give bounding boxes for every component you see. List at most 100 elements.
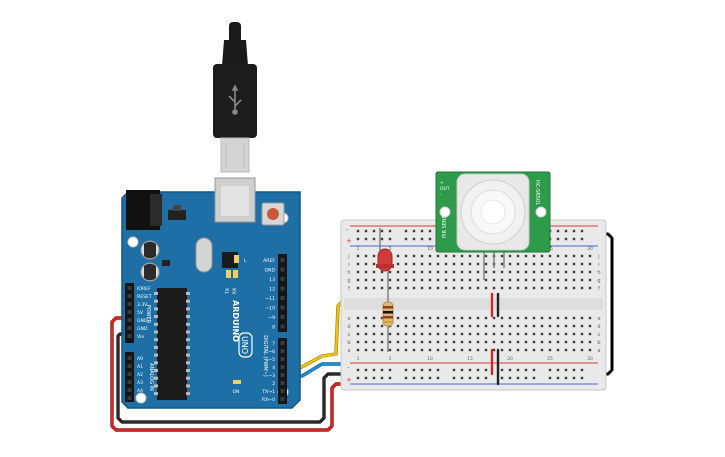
breadboard-hole[interactable]	[428, 332, 432, 336]
breadboard-hole[interactable]	[364, 286, 368, 290]
breadboard-hole[interactable]	[508, 316, 512, 320]
breadboard-hole[interactable]	[516, 316, 520, 320]
breadboard-hole[interactable]	[404, 262, 408, 266]
breadboard-hole[interactable]	[364, 316, 368, 320]
breadboard-hole[interactable]	[492, 340, 496, 344]
breadboard-hole[interactable]	[500, 278, 504, 282]
breadboard-hole[interactable]	[364, 278, 368, 282]
rail-hole[interactable]	[452, 376, 456, 380]
rail-hole[interactable]	[372, 368, 376, 372]
rail-hole[interactable]	[452, 368, 456, 372]
breadboard-hole[interactable]	[380, 270, 384, 274]
breadboard-hole[interactable]	[428, 262, 432, 266]
rail-hole[interactable]	[428, 368, 432, 372]
rail-hole[interactable]	[412, 376, 416, 380]
breadboard-hole[interactable]	[396, 348, 400, 352]
breadboard-hole[interactable]	[572, 324, 576, 328]
header-pin[interactable]	[280, 397, 285, 401]
breadboard-hole[interactable]	[372, 316, 376, 320]
resistor[interactable]	[382, 292, 394, 352]
rail-hole[interactable]	[404, 237, 408, 241]
breadboard-hole[interactable]	[404, 324, 408, 328]
breadboard-hole[interactable]	[548, 332, 552, 336]
breadboard-hole[interactable]	[492, 324, 496, 328]
rail-hole[interactable]	[532, 368, 536, 372]
breadboard-hole[interactable]	[388, 340, 392, 344]
breadboard-hole[interactable]	[452, 316, 456, 320]
breadboard-hole[interactable]	[444, 254, 448, 258]
breadboard-hole[interactable]	[540, 348, 544, 352]
rail-hole[interactable]	[460, 368, 464, 372]
rail-hole[interactable]	[500, 376, 504, 380]
breadboard-hole[interactable]	[540, 340, 544, 344]
breadboard-hole[interactable]	[532, 254, 536, 258]
breadboard-hole[interactable]	[580, 262, 584, 266]
rail-hole[interactable]	[500, 368, 504, 372]
header-pin[interactable]	[280, 324, 285, 329]
rail-hole[interactable]	[476, 368, 480, 372]
breadboard-hole[interactable]	[500, 316, 504, 320]
breadboard-hole[interactable]	[564, 348, 568, 352]
rail-hole[interactable]	[412, 237, 416, 241]
breadboard-hole[interactable]	[468, 340, 472, 344]
breadboard-hole[interactable]	[484, 332, 488, 336]
breadboard-hole[interactable]	[548, 340, 552, 344]
breadboard-hole[interactable]	[420, 278, 424, 282]
breadboard-hole[interactable]	[500, 262, 504, 266]
breadboard-hole[interactable]	[548, 348, 552, 352]
breadboard-hole[interactable]	[444, 316, 448, 320]
breadboard-hole[interactable]	[388, 332, 392, 336]
breadboard-hole[interactable]	[356, 340, 360, 344]
breadboard-hole[interactable]	[532, 324, 536, 328]
breadboard-hole[interactable]	[428, 278, 432, 282]
rail-hole[interactable]	[364, 368, 368, 372]
breadboard-hole[interactable]	[484, 316, 488, 320]
breadboard-hole[interactable]	[356, 262, 360, 266]
breadboard-hole[interactable]	[412, 262, 416, 266]
breadboard-hole[interactable]	[364, 254, 368, 258]
breadboard-hole[interactable]	[428, 324, 432, 328]
breadboard-hole[interactable]	[388, 286, 392, 290]
breadboard-hole[interactable]	[452, 270, 456, 274]
breadboard-hole[interactable]	[588, 270, 592, 274]
breadboard-hole[interactable]	[540, 286, 544, 290]
breadboard-hole[interactable]	[436, 254, 440, 258]
breadboard-hole[interactable]	[380, 324, 384, 328]
breadboard-hole[interactable]	[572, 316, 576, 320]
breadboard-hole[interactable]	[508, 262, 512, 266]
breadboard-hole[interactable]	[476, 270, 480, 274]
breadboard-hole[interactable]	[420, 270, 424, 274]
header-pin[interactable]	[127, 302, 132, 306]
breadboard-hole[interactable]	[372, 278, 376, 282]
breadboard-hole[interactable]	[396, 278, 400, 282]
breadboard-hole[interactable]	[508, 286, 512, 290]
breadboard-hole[interactable]	[500, 348, 504, 352]
rail-hole[interactable]	[580, 368, 584, 372]
breadboard-hole[interactable]	[420, 332, 424, 336]
breadboard-hole[interactable]	[356, 270, 360, 274]
rail-hole[interactable]	[364, 229, 368, 233]
rail-hole[interactable]	[508, 368, 512, 372]
header-pin[interactable]	[127, 356, 132, 360]
header-pin[interactable]	[280, 315, 285, 319]
breadboard-hole[interactable]	[532, 278, 536, 282]
rail-hole[interactable]	[572, 237, 576, 241]
rail-hole[interactable]	[436, 376, 440, 380]
breadboard-hole[interactable]	[444, 270, 448, 274]
breadboard-hole[interactable]	[484, 254, 488, 258]
breadboard-hole[interactable]	[540, 332, 544, 336]
breadboard-hole[interactable]	[412, 286, 416, 290]
breadboard-hole[interactable]	[460, 270, 464, 274]
breadboard-hole[interactable]	[356, 332, 360, 336]
breadboard-hole[interactable]	[460, 254, 464, 258]
breadboard-hole[interactable]	[372, 270, 376, 274]
breadboard-hole[interactable]	[556, 324, 560, 328]
breadboard-hole[interactable]	[412, 332, 416, 336]
breadboard-hole[interactable]	[580, 348, 584, 352]
breadboard-hole[interactable]	[356, 316, 360, 320]
rail-hole[interactable]	[356, 237, 360, 241]
rail-hole[interactable]	[524, 376, 528, 380]
breadboard-hole[interactable]	[516, 278, 520, 282]
breadboard-hole[interactable]	[444, 262, 448, 266]
breadboard-hole[interactable]	[404, 332, 408, 336]
